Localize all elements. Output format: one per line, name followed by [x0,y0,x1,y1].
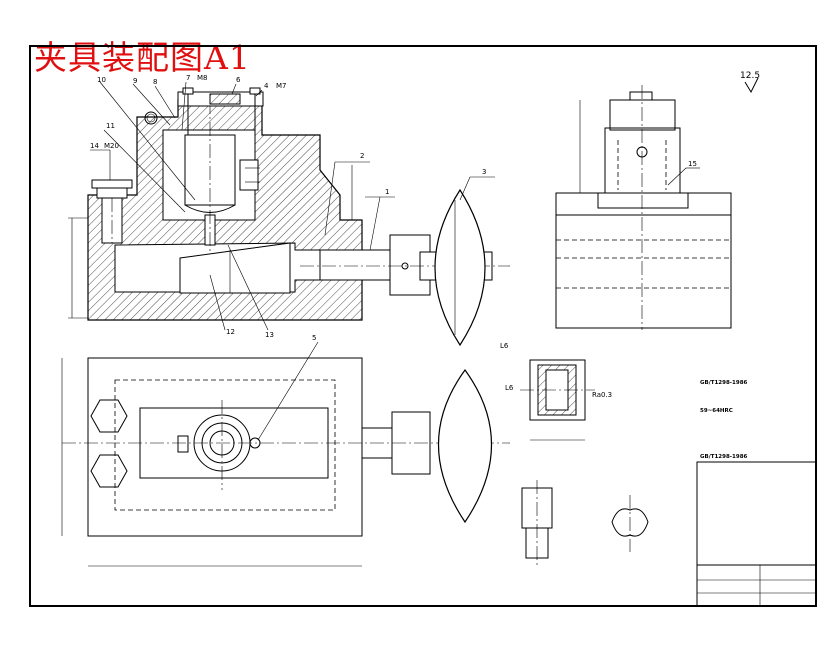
side-view: 15 [555,85,732,330]
part-label-10: 10 [97,76,106,84]
part-label-11: 11 [106,122,115,130]
part-label-3: 3 [482,168,486,176]
part-label-15: 15 [688,160,697,168]
part-label-2: 2 [360,152,364,160]
part-label-12: 12 [226,328,235,336]
front-section-view [68,87,510,347]
part-label-14: 14 [90,142,99,150]
detail-label-ra: Ra0.3 [592,391,612,399]
roughness-value: 12.5 [740,71,760,81]
part-label-7-note: M8 [197,74,208,82]
part-label-13: 13 [265,331,274,339]
note-1: GB/T1298-1986 [700,380,748,386]
drawing-title: 夹具装配图A1 [34,38,251,77]
top-view [61,357,510,567]
detail-view-bushing: L6 L6 Ra0.3 [500,342,612,441]
part-label-6: 6 [236,76,241,84]
roughness-symbol: 12.5 [740,71,760,94]
part-label-9: 9 [133,77,137,85]
technical-notes: GB/T1298-1986 59~64HRC GB/T1298-1986 [700,380,748,460]
part-label-8: 8 [153,78,157,86]
note-3: GB/T1298-1986 [700,454,748,460]
drawing-border [29,45,817,607]
title-block [696,461,817,607]
detail-view-pin [521,480,649,566]
part-label-1: 1 [385,188,389,196]
part-label-14-note: M20 [104,142,119,150]
note-2: 59~64HRC [700,408,733,414]
part-label-4: 4 [264,82,269,90]
detail-label-l6: L6 [500,342,509,350]
part-label-5: 5 [312,334,316,342]
part-label-7: 7 [186,74,190,82]
detail-label-l6-b: L6 [505,384,514,392]
part-leaders: 10 9 8 7 M8 6 4 M7 11 14 M20 2 1 3 12 13… [90,74,495,441]
part-label-4-note: M7 [276,82,287,90]
